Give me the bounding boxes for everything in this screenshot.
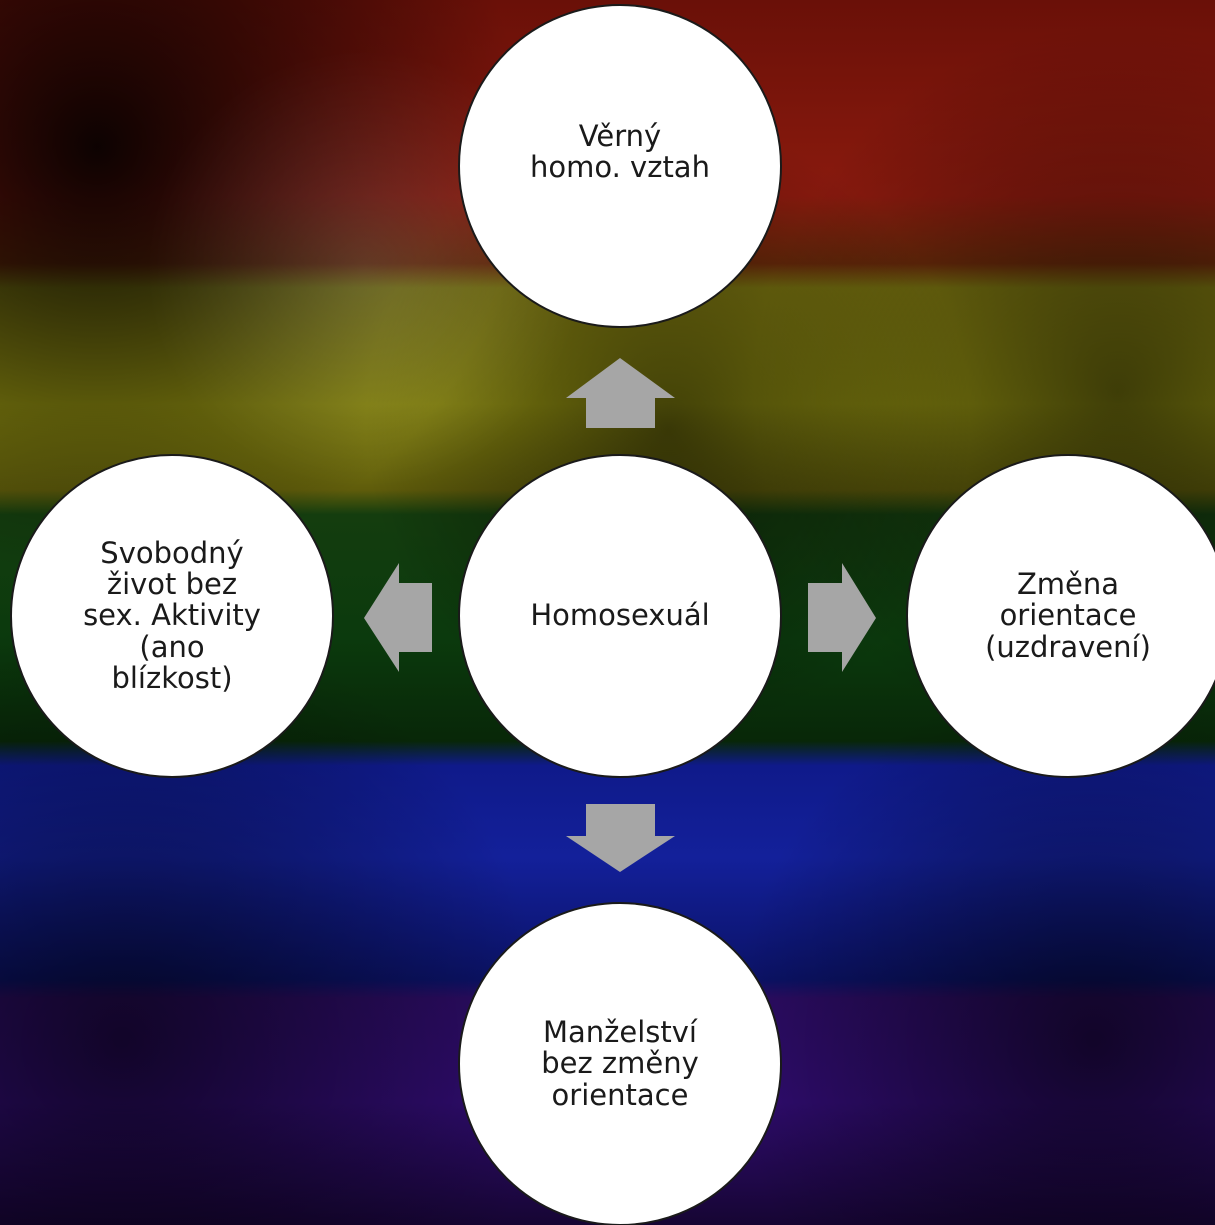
outcome-celibate-life: Svobodný život bez sex. Aktivity (ano bl… xyxy=(10,454,334,778)
center-node: Homosexuál xyxy=(458,454,782,778)
arrow-down xyxy=(566,804,675,872)
arrow-left xyxy=(364,563,432,672)
center-node-label: Homosexuál xyxy=(530,598,710,633)
outcome-faithful-relationship: Věrný homo. vztah xyxy=(458,4,782,328)
arrow-up xyxy=(566,358,675,428)
outcome-orientation-change-label: Změna orientace (uzdravení) xyxy=(985,567,1151,664)
outcome-celibate-life-label: Svobodný život bez sex. Aktivity (ano bl… xyxy=(83,535,261,695)
outcome-marriage-without-change-label: Manželství bez změny orientace xyxy=(541,1015,699,1112)
arrow-right xyxy=(808,563,876,672)
outcome-faithful-relationship-label: Věrný homo. vztah xyxy=(530,118,710,184)
outcome-orientation-change: Změna orientace (uzdravení) xyxy=(906,454,1215,778)
outcome-marriage-without-change: Manželství bez změny orientace xyxy=(458,902,782,1225)
